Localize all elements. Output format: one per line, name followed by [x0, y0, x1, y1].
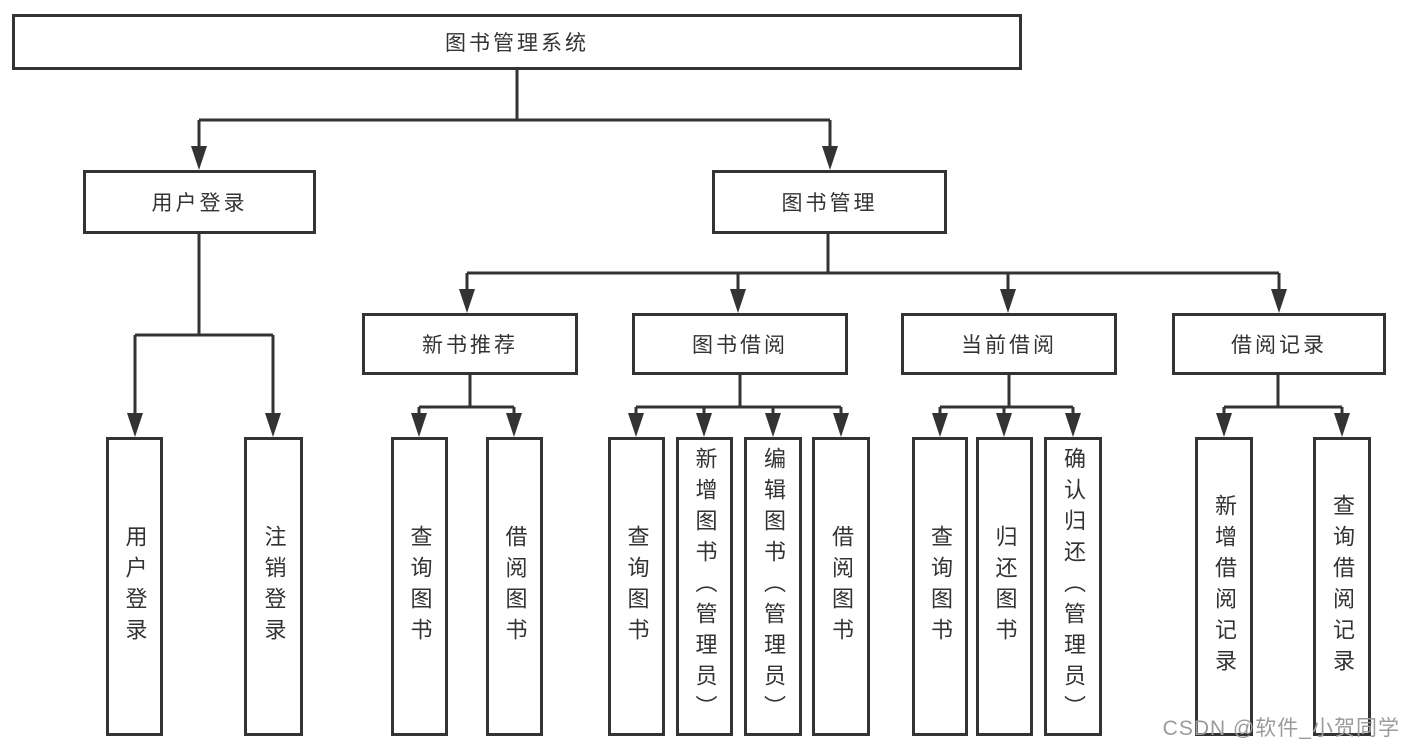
watermark: CSDN @软件_小贺同学: [1162, 717, 1400, 740]
leaf-confirm-return-admin: 确认归还（管理员）: [1044, 437, 1102, 736]
leaf-recommend-borrow-books: 借阅图书: [486, 437, 543, 736]
leaf-user-login: 用户登录: [106, 437, 163, 736]
node-book-management: 图书管理: [712, 170, 947, 234]
leaf-edit-books-admin: 编辑图书（管理员）: [744, 437, 802, 736]
leaf-add-borrow-record: 新增借阅记录: [1195, 437, 1253, 736]
leaf-borrow-query-books: 查询图书: [608, 437, 665, 736]
node-borrow-records: 借阅记录: [1172, 313, 1386, 375]
leaf-borrow-books: 借阅图书: [812, 437, 870, 736]
node-library-management-system: 图书管理系统: [12, 14, 1022, 70]
leaf-return-books: 归还图书: [976, 437, 1033, 736]
leaf-current-query-books: 查询图书: [912, 437, 968, 736]
leaf-logout: 注销登录: [244, 437, 303, 736]
node-book-borrow: 图书借阅: [632, 313, 848, 375]
leaf-add-books-admin: 新增图书（管理员）: [676, 437, 733, 736]
leaf-recommend-query-books: 查询图书: [391, 437, 448, 736]
node-current-borrow: 当前借阅: [901, 313, 1117, 375]
leaf-query-borrow-record: 查询借阅记录: [1313, 437, 1371, 736]
node-new-book-recommend: 新书推荐: [362, 313, 578, 375]
node-user-login: 用户登录: [83, 170, 316, 234]
